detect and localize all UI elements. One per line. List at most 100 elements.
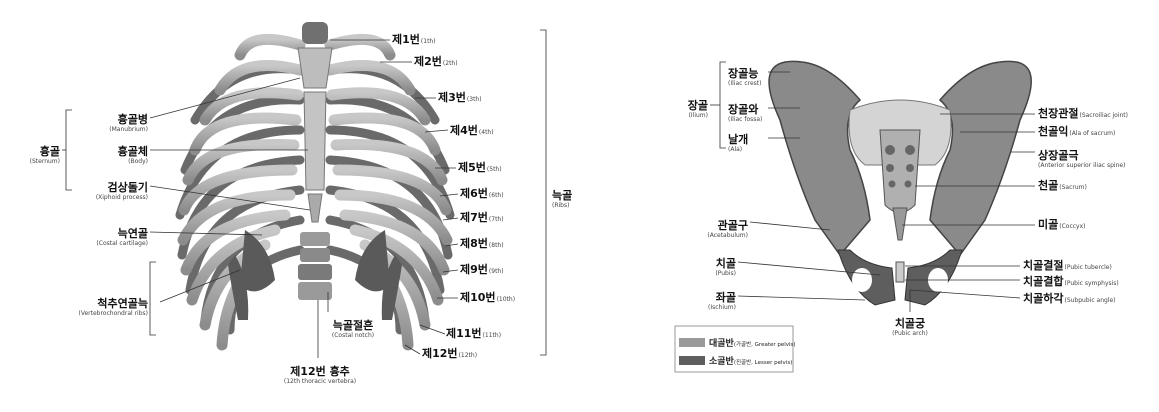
ilium-en: (Ilium) — [678, 113, 708, 119]
legend-lesser-pelvis: 소골반(진골반, Lesser pelvis) — [679, 354, 792, 366]
rib-6-en: (6th) — [489, 192, 504, 199]
rib-10-en: (10th) — [497, 296, 515, 303]
vertebrochondral-label: 척추연골늑 (Vertebrochondral ribs) — [38, 294, 148, 317]
rib-4-label: 제4번(4th) — [450, 125, 494, 136]
asis-en: (Anterior superior iliac spine) — [1038, 163, 1125, 169]
rib-5-ko: 제5번 — [458, 161, 486, 174]
ala-sacrum-label: 천골익(Ala of sacrum) — [1038, 126, 1115, 137]
subpubic-angle-en: (Subpubic angle) — [1064, 297, 1115, 304]
rib-8-ko: 제8번 — [460, 237, 488, 250]
pubic-symphysis-ko: 치골결합 — [1023, 275, 1063, 288]
rib-3-ko: 제3번 — [438, 91, 466, 104]
rib-4-ko: 제4번 — [450, 124, 478, 137]
legend-lesser-en: (진골반, Lesser pelvis) — [734, 360, 793, 366]
legend-lesser-text: 소골반(진골반, Lesser pelvis) — [709, 354, 792, 367]
acetabulum-ko: 관골구 — [718, 219, 748, 232]
ischium-en: (Ischium) — [700, 305, 736, 311]
rib-10-ko: 제10번 — [460, 291, 496, 304]
iliac-fossa-label: 장골와 (Iliac fossa) — [728, 100, 762, 123]
iliac-crest-ko: 장골능 — [728, 67, 758, 80]
t12-label: 제12번 흉추 (12th thoracic vertebra) — [250, 362, 390, 385]
coccyx-label: 미골(Coccyx) — [1038, 219, 1086, 230]
costal-notch-ko: 늑골절흔 — [333, 319, 373, 332]
ribs-group-label: 늑골 (Ribs) — [552, 186, 572, 209]
rib-11-ko: 제11번 — [446, 327, 482, 340]
pelvis-panel: 장골 (Ilium) 장골능 (Iliac crest) 장골와 (Iliac … — [580, 0, 1159, 412]
pelvis-illustration — [580, 0, 1159, 412]
asis-label: 상장골극 (Anterior superior iliac spine) — [1038, 146, 1125, 169]
rib-5-label: 제5번(5th) — [458, 162, 502, 173]
manubrium-label: 흉골병 (Manubrium) — [80, 110, 148, 133]
subpubic-angle-ko: 치골하각 — [1023, 292, 1063, 305]
xiphoid-label: 검상돌기 (Xiphoid process) — [68, 178, 148, 201]
costal-notch-en: (Costal notch) — [318, 333, 388, 339]
ischium-ko: 좌골 — [716, 291, 736, 304]
acetabulum-en: (Acetabulum) — [684, 233, 748, 239]
vertebrochondral-en: (Vertebrochondral ribs) — [38, 311, 148, 317]
ala-ko: 날개 — [728, 133, 748, 146]
rib-8-en: (8th) — [489, 242, 504, 249]
legend-lesser-ko: 소골반 — [709, 357, 734, 367]
rib-2-ko: 제2번 — [414, 55, 442, 68]
xiphoid-en: (Xiphoid process) — [68, 195, 148, 201]
body-label: 흉골체 (Body) — [80, 142, 148, 165]
rib-11-en: (11th) — [483, 332, 501, 339]
ala-sacrum-ko: 천골익 — [1038, 125, 1068, 138]
ischium-label: 좌골 (Ischium) — [700, 288, 736, 311]
rib-1-label: 제1번(1th) — [392, 34, 436, 45]
rib-2-label: 제2번(2th) — [414, 56, 458, 67]
legend-swatch-lesser — [679, 356, 705, 365]
sternum-group-label: 흉골 (Sternum) — [10, 142, 60, 165]
rib-4-en: (4th) — [479, 129, 494, 136]
pubic-arch-ko: 치골궁 — [895, 317, 925, 330]
t12-ko: 제12번 흉추 — [290, 365, 350, 378]
vertebrochondral-ko: 척추연골늑 — [97, 297, 148, 310]
legend-greater-text: 대골반(가골반, Greater pelvis) — [709, 336, 796, 349]
iliac-crest-en: (Iliac crest) — [728, 81, 761, 87]
sacrum-ko: 천골 — [1038, 179, 1058, 192]
legend-greater-en: (가골반, Greater pelvis) — [734, 342, 796, 348]
pubic-tubercle-ko: 치골결절 — [1023, 259, 1063, 272]
rib-9-ko: 제9번 — [460, 263, 488, 276]
rib-8-label: 제8번(8th) — [460, 238, 504, 249]
xiphoid-ko: 검상돌기 — [108, 181, 148, 194]
sternum-en: (Sternum) — [10, 159, 60, 165]
coccyx-ko: 미골 — [1038, 218, 1058, 231]
rib-12-en: (12th) — [459, 352, 477, 359]
sacroiliac-ko: 천장관절 — [1038, 107, 1078, 120]
asis-ko: 상장골극 — [1038, 149, 1078, 162]
body-ko: 흉골체 — [118, 145, 148, 158]
rib-7-ko: 제7번 — [460, 211, 488, 224]
pubic-tubercle-en: (Pubic tubercle) — [1064, 264, 1111, 271]
pubis-ko: 치골 — [716, 257, 736, 270]
t12-en: (12th thoracic vertebra) — [250, 379, 390, 385]
legend-greater-ko: 대골반 — [709, 339, 734, 349]
rib-3-label: 제3번(3th) — [438, 92, 482, 103]
pubic-symphysis-shape — [896, 262, 904, 282]
pubic-tubercle-label: 치골결절(Pubic tubercle) — [1023, 260, 1112, 271]
coccyx-en: (Coccyx) — [1059, 223, 1085, 230]
rib-7-en: (7th) — [489, 216, 504, 223]
rib-10-label: 제10번(10th) — [460, 292, 515, 303]
rib-2-en: (2th) — [443, 60, 458, 67]
thorax-panel: 흉골 (Sternum) 흉골병 (Manubrium) 흉골체 (Body) … — [0, 0, 580, 412]
rib-1-ko: 제1번 — [392, 33, 420, 46]
rib-3-en: (3th) — [467, 96, 482, 103]
rib-cage-illustration — [0, 0, 580, 412]
legend-greater-pelvis: 대골반(가골반, Greater pelvis) — [679, 336, 796, 348]
iliac-crest-label: 장골능 (Iliac crest) — [728, 64, 761, 87]
costal-cartilage-ko: 늑연골 — [118, 227, 148, 240]
pubic-symphysis-en: (Pubic symphysis) — [1064, 280, 1118, 287]
manubrium-ko: 흉골병 — [118, 113, 148, 126]
sacroiliac-label: 천장관절(Sacroiliac joint) — [1038, 108, 1128, 119]
sacroiliac-en: (Sacroiliac joint) — [1079, 112, 1128, 119]
rib-7-label: 제7번(7th) — [460, 212, 504, 223]
ilium-group-label: 장골 (Ilium) — [678, 96, 708, 119]
rib-5-en: (5th) — [487, 166, 502, 173]
body-en: (Body) — [80, 159, 148, 165]
pubic-symphysis-label: 치골결합(Pubic symphysis) — [1023, 276, 1119, 287]
rib-6-label: 제6번(6th) — [460, 188, 504, 199]
ala-en: (Ala) — [728, 147, 748, 153]
costal-notch-label: 늑골절흔 (Costal notch) — [318, 316, 388, 339]
ala-label: 날개 (Ala) — [728, 130, 748, 153]
